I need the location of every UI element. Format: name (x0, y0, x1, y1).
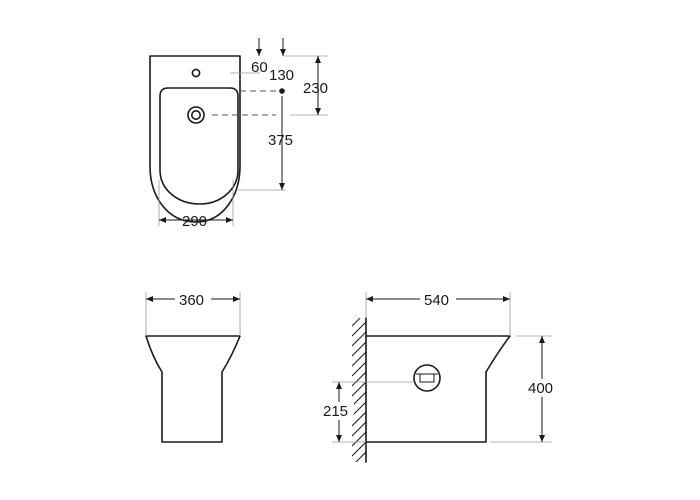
top-view-outline (149, 55, 241, 223)
label-mask (322, 402, 354, 420)
side-view-outline (365, 335, 511, 443)
side-view: 540 400 215 (322, 290, 558, 463)
fixing-point-marker (279, 88, 285, 94)
arrowhead (226, 217, 233, 223)
waste-connector-body (419, 373, 435, 383)
waste-connector (413, 364, 441, 392)
dim-label-width: 290 (182, 213, 207, 230)
tap-hole (191, 68, 201, 78)
dim-label-waste-to-rear: 375 (268, 132, 293, 149)
arrowhead (336, 382, 342, 389)
arrowhead (280, 49, 286, 56)
dim-label-depth: 540 (424, 292, 449, 309)
waste-outlet-outer (187, 106, 205, 124)
front-view-outline (145, 335, 241, 443)
label-mask (175, 290, 211, 308)
dim-label-front-width: 360 (179, 292, 204, 309)
arrowhead (279, 183, 285, 190)
arrowhead (539, 336, 545, 343)
arrowhead (159, 217, 166, 223)
top-view: 60 130 230 375 290 (149, 38, 328, 230)
arrowhead (256, 49, 262, 56)
front-view: 360 (145, 290, 241, 443)
arrowhead (315, 56, 321, 63)
arrowhead (233, 296, 240, 302)
arrowhead (366, 296, 373, 302)
arrowhead (336, 435, 342, 442)
dim-label-front-to-waste: 230 (303, 80, 328, 97)
dim-label-tap-offset: 60 (251, 59, 268, 76)
arrowhead (315, 108, 321, 115)
wall-hatch (352, 318, 366, 462)
dim-label-waste-height: 215 (323, 403, 348, 420)
arrowhead (503, 296, 510, 302)
arrowhead (539, 435, 545, 442)
label-mask (526, 379, 558, 397)
dim-label-height: 400 (528, 380, 553, 397)
top-view-bowl (159, 87, 239, 205)
label-mask (420, 290, 456, 308)
arrowhead (146, 296, 153, 302)
dim-label-tap-to-waste: 130 (269, 67, 294, 84)
waste-outlet-inner (191, 110, 202, 121)
